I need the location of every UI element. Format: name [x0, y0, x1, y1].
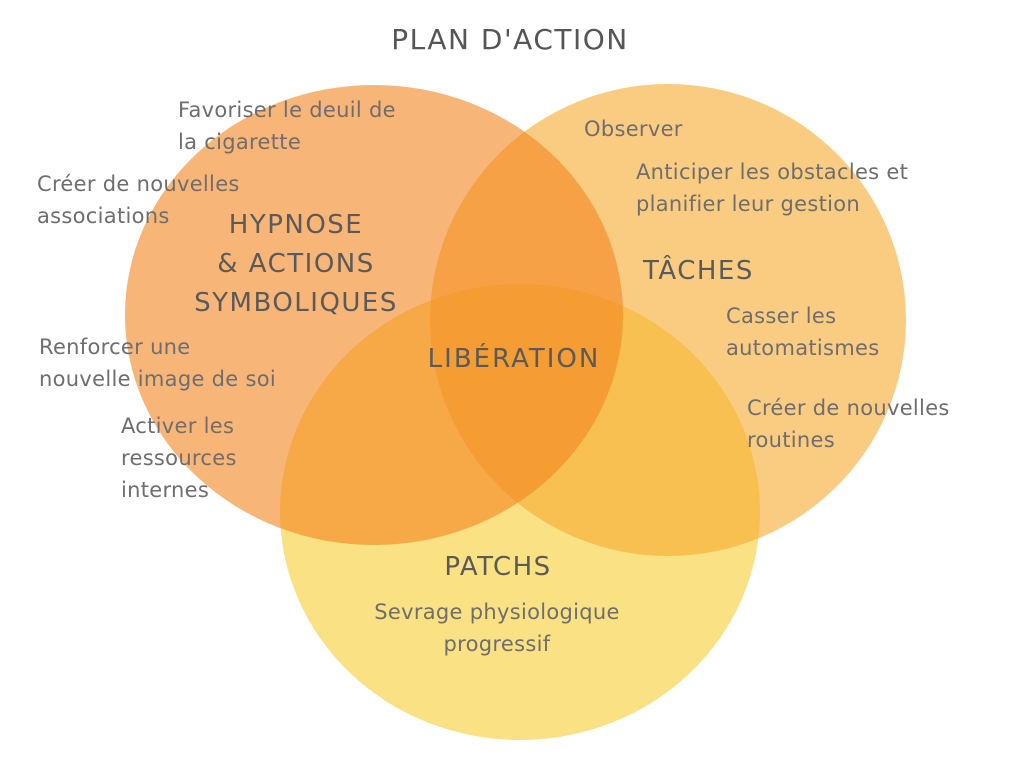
item-nouvelles-routines: Créer de nouvelles routines: [747, 396, 950, 452]
venn-circle-hypnose: [125, 85, 623, 545]
item-favoriser-deuil: Favoriser le deuil de la cigarette: [178, 98, 396, 154]
item-renforcer-image: Renforcer une nouvelle image de soi: [39, 335, 277, 391]
item-sevrage-physiologique: Sevrage physiologique progressif: [374, 600, 620, 656]
page-title: PLAN D'ACTION: [391, 23, 629, 56]
label-taches: TÂCHES: [643, 256, 754, 286]
label-liberation: LIBÉRATION: [427, 344, 601, 374]
item-observer: Observer: [584, 117, 683, 141]
label-hypnose: HYPNOSE & ACTIONS SYMBOLIQUES: [194, 210, 398, 318]
item-casser-automatismes: Casser les automatismes: [726, 304, 880, 360]
item-activer-ressources: Activer les ressources internes: [121, 414, 237, 502]
item-anticiper-obstacles: Anticiper les obstacles et planifier leu…: [636, 160, 909, 216]
item-nouvelles-associations: Créer de nouvelles associations: [37, 172, 240, 228]
label-patchs: PATCHS: [444, 552, 552, 582]
